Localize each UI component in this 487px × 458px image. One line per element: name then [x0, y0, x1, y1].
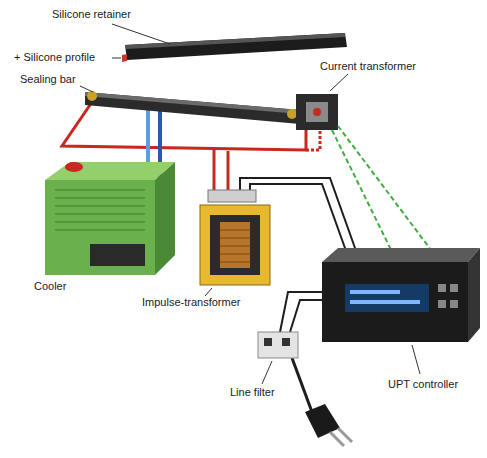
- mains-plug: [305, 404, 352, 446]
- bar-end: [87, 91, 97, 101]
- controller-key: [438, 284, 446, 292]
- leader-line: [112, 24, 170, 44]
- part-label: Current transformer: [318, 60, 418, 73]
- silicone-profile: [122, 54, 127, 62]
- mains-cable: [292, 358, 312, 412]
- controller-key: [450, 300, 458, 308]
- cooler-side: [155, 162, 175, 275]
- red-wire: [227, 151, 230, 196]
- ct-window: [306, 102, 328, 122]
- controller-front: [322, 262, 468, 342]
- filter-socket: [264, 338, 272, 346]
- leader-line: [412, 345, 420, 374]
- leader-line: [112, 58, 121, 59]
- retainer-top: [125, 33, 345, 49]
- upt-controller: [322, 248, 480, 342]
- controller-side: [468, 248, 480, 342]
- leader-lines: [80, 24, 420, 384]
- filter-socket: [282, 338, 290, 346]
- transformer-core: [210, 215, 260, 275]
- signal-wire: [332, 130, 400, 268]
- cooler-grille: [55, 190, 145, 230]
- part-label: Line filter: [228, 386, 277, 399]
- terminal-block: [208, 190, 256, 202]
- controller-key: [438, 300, 446, 308]
- current-transformer: [296, 94, 338, 130]
- retainer-bar: [125, 33, 347, 60]
- cooler-cap: [65, 162, 83, 172]
- impulse-transformer: [200, 190, 270, 285]
- part-label: Impulse-transformer: [140, 296, 242, 309]
- plug-pin: [330, 432, 344, 446]
- part-label: Cooler: [32, 280, 68, 293]
- transformer-coil: [220, 222, 250, 268]
- coil-windings: [220, 230, 250, 262]
- controller-display: [345, 284, 429, 312]
- silicone-retainer: [122, 33, 347, 62]
- plug-pin: [338, 428, 352, 442]
- signal-wires: [332, 126, 440, 268]
- part-label: UPT controller: [386, 378, 460, 391]
- bar-end: [287, 109, 297, 119]
- bar-top: [85, 92, 300, 114]
- leader-line: [80, 86, 93, 92]
- display-text: [350, 300, 420, 304]
- red-wire: [306, 128, 320, 150]
- leader-line: [262, 361, 272, 384]
- transformer-frame: [200, 205, 270, 285]
- line-filter: [258, 332, 298, 358]
- part-label: + Silicone profile: [12, 51, 97, 64]
- controller-key: [450, 284, 458, 292]
- part-label: Silicone retainer: [50, 8, 133, 21]
- leader-line: [330, 74, 348, 91]
- power-wire: [290, 300, 322, 332]
- sealing-bar: [85, 91, 300, 124]
- display-text: [350, 290, 400, 294]
- cooler-top: [45, 162, 175, 180]
- ct-core: [296, 94, 338, 130]
- controller-top: [322, 248, 480, 262]
- part-label: Sealing bar: [18, 73, 78, 86]
- cooler-pump: [90, 244, 145, 266]
- ct-wire: [313, 108, 321, 116]
- red-wire: [213, 150, 216, 196]
- cooler: [45, 162, 175, 275]
- leader-line: [205, 288, 212, 296]
- power-wire: [280, 292, 322, 332]
- plug-body: [305, 404, 340, 438]
- cooler-front: [45, 180, 155, 275]
- bar-body: [85, 92, 300, 124]
- filter-body: [258, 332, 298, 358]
